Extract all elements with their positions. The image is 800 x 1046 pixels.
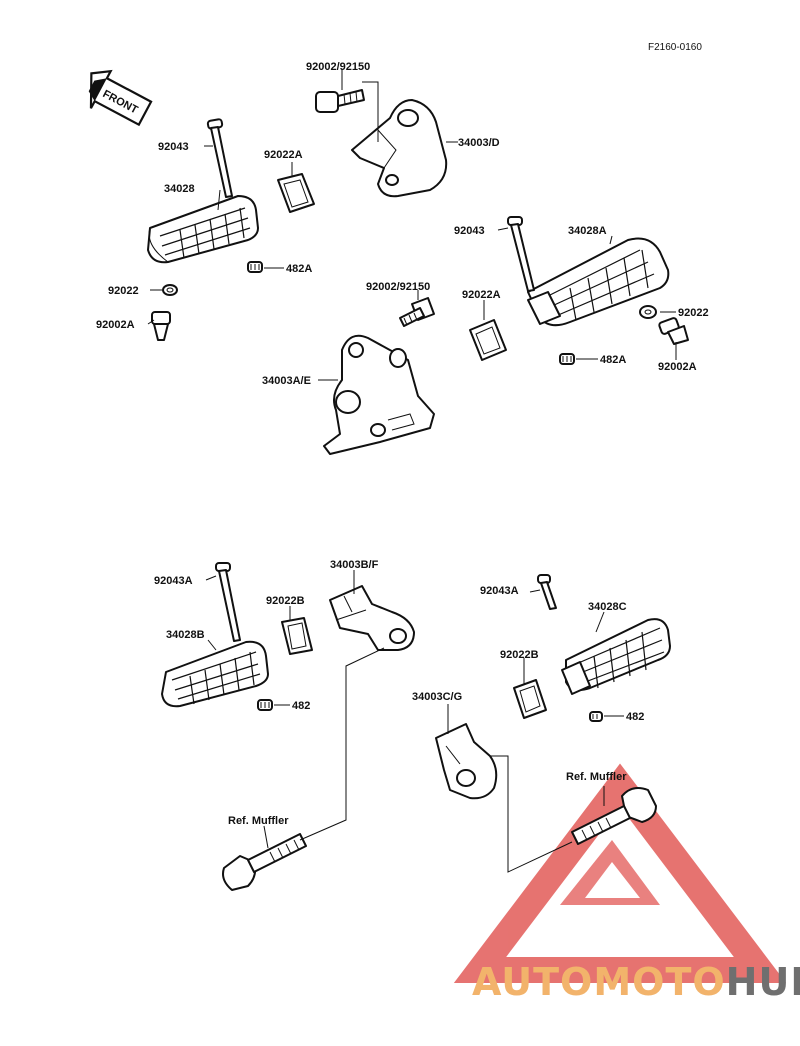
label-92022b-left: 92022B [266, 595, 305, 607]
pin-92043a-right [537, 574, 557, 610]
label-92022-left: 92022 [108, 285, 139, 297]
leader-lines [147, 70, 677, 873]
label-34003b-f: 34003B/F [330, 559, 379, 571]
footpeg-34028 [147, 195, 259, 264]
label-482a-left: 482A [286, 263, 312, 275]
rubber-92022a-right [469, 319, 507, 361]
pin-92043-right [507, 216, 535, 292]
pin-92043a-left [215, 562, 241, 642]
label-34028: 34028 [164, 183, 195, 195]
muffler-bolt-right [571, 787, 657, 845]
part-labels: 92002/92150 34003/D 92043 92022A 34028 4… [96, 61, 709, 827]
rubber-92022a-left [277, 173, 315, 213]
label-92043-left: 92043 [158, 141, 189, 153]
bracket-34003-d [351, 99, 448, 198]
footpeg-34028b [161, 640, 269, 708]
automotohub-logo [453, 763, 787, 983]
spring-482a-left [247, 261, 263, 273]
footpeg-34028a [527, 237, 670, 327]
label-92022a-left: 92022A [264, 149, 303, 161]
bracket-34003a-e [323, 334, 435, 455]
label-34003-d: 34003/D [458, 137, 500, 149]
pin-92002a-left [151, 311, 171, 341]
label-34028b: 34028B [166, 629, 205, 641]
label-34003c-g: 34003C/G [412, 691, 462, 703]
label-ref-muffler-left: Ref. Muffler [228, 815, 289, 827]
pin-92043-left [206, 118, 233, 198]
spring-482a-right [559, 353, 575, 365]
label-92002a-right: 92002A [658, 361, 697, 373]
bolt-92002-92150-mid [399, 297, 435, 327]
label-92022a-right: 92022A [462, 289, 501, 301]
spring-482-right [589, 711, 603, 722]
label-482a-right: 482A [600, 354, 626, 366]
bracket-34003c-g [435, 723, 498, 800]
pin-92002a-right [658, 317, 689, 345]
label-ref-muffler-right: Ref. Muffler [566, 771, 627, 783]
label-34028c: 34028C [588, 601, 627, 613]
label-92022b-right: 92022B [500, 649, 539, 661]
label-482-right: 482 [626, 711, 644, 723]
label-92002-92150-top: 92002/92150 [306, 61, 370, 73]
washer-92022-left [162, 284, 178, 296]
label-92002-92150-mid: 92002/92150 [366, 281, 430, 293]
label-34028a: 34028A [568, 225, 607, 237]
front-arrow-icon: FRONT [88, 69, 153, 127]
label-92043a-left: 92043A [154, 575, 193, 587]
muffler-bolt-left [222, 833, 307, 891]
watermark-brand-text: AUTOMOTOHUB [472, 960, 800, 1004]
spring-482-left [257, 699, 273, 711]
bracket-34003b-f [329, 585, 415, 651]
bolt-92002-92150-top [315, 89, 365, 113]
label-92043-right: 92043 [454, 225, 485, 237]
rubber-92022b-left [281, 617, 313, 655]
watermark-brand-part1: AUTOMOTO [472, 960, 726, 1004]
label-92043a-right: 92043A [480, 585, 519, 597]
footpeg-34028c [561, 618, 671, 695]
diagram-code: F2160-0160 [648, 42, 702, 53]
label-92002a-left: 92002A [96, 319, 135, 331]
rubber-92022b-right [513, 679, 547, 719]
label-482-left: 482 [292, 700, 310, 712]
label-34003a-e: 34003A/E [262, 375, 311, 387]
watermark-brand-part2: HUB [725, 960, 800, 1004]
label-92022-right: 92022 [678, 307, 709, 319]
washer-92022-right [639, 305, 657, 319]
